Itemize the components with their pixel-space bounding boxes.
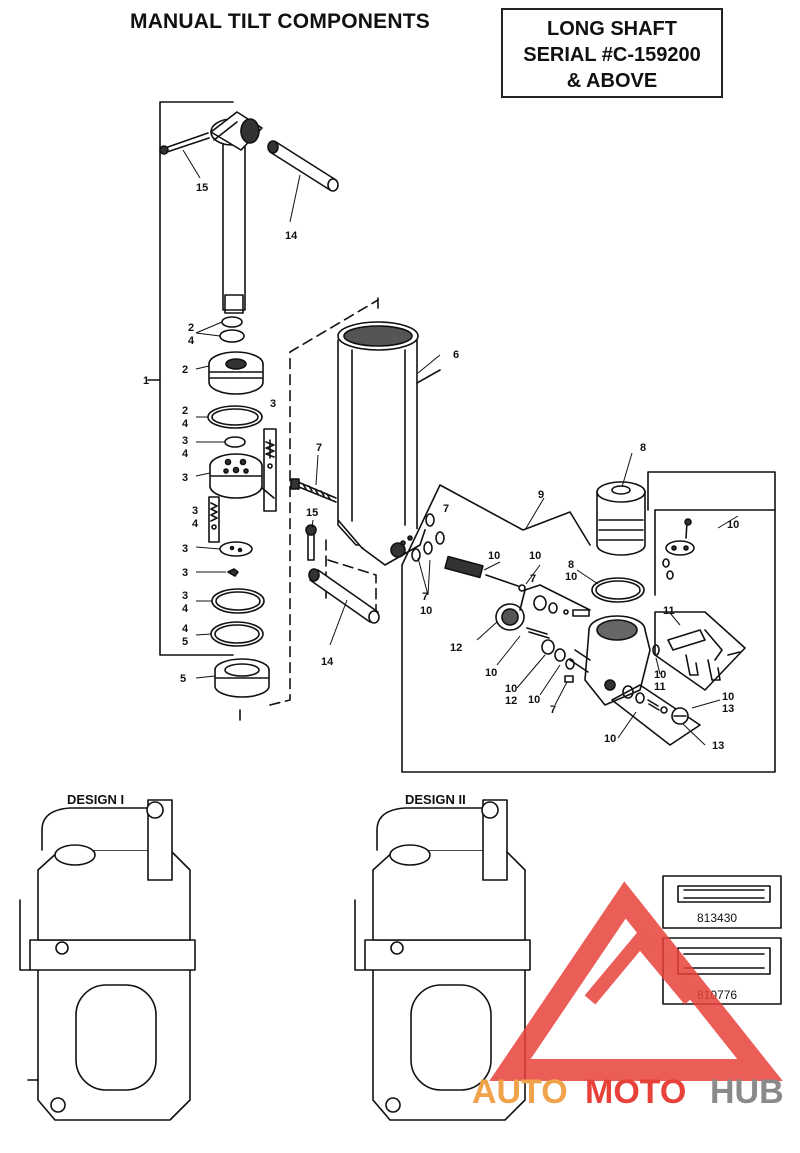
callout-12a: 12 bbox=[450, 642, 462, 654]
info-line-3: & ABOVE bbox=[566, 70, 658, 92]
callout-9: 9 bbox=[538, 489, 544, 501]
pump-assembly-outline bbox=[401, 471, 776, 773]
callout-14b: 14 bbox=[321, 656, 334, 668]
part-813430-box bbox=[662, 875, 782, 929]
callout-10g: 10 bbox=[528, 694, 540, 706]
watermark-part-3: HUB bbox=[710, 1073, 784, 1111]
design-1-label: DESIGN I bbox=[67, 792, 125, 807]
callout-3e: 3 bbox=[182, 543, 188, 555]
pin-14-lower bbox=[308, 568, 380, 624]
callout-2c: 2 bbox=[182, 405, 188, 417]
callout-10f: 10 bbox=[505, 683, 517, 695]
orings-7-10 bbox=[411, 513, 445, 562]
callout-3d: 3 bbox=[192, 505, 198, 517]
callout-14a: 14 bbox=[285, 230, 298, 242]
callout-labels: 1 2 4 2 2 4 3 4 3 3 3 4 3 3 3 4 4 5 5 6 … bbox=[143, 182, 739, 752]
pin-7-screw bbox=[290, 478, 337, 503]
callout-4b: 4 bbox=[182, 418, 189, 430]
design-2-outboard bbox=[354, 799, 531, 1121]
manual-release-valve bbox=[652, 611, 746, 691]
callout-6: 6 bbox=[453, 349, 459, 361]
callout-3g: 3 bbox=[182, 590, 188, 602]
callout-10c: 10 bbox=[529, 550, 541, 562]
callout-2a: 2 bbox=[188, 322, 194, 334]
callout-3c: 3 bbox=[270, 398, 276, 410]
callout-15a: 15 bbox=[196, 182, 208, 194]
watermark-part-2: MOTO bbox=[585, 1073, 686, 1111]
leader-lines bbox=[182, 149, 739, 746]
design-2-label: DESIGN II bbox=[405, 792, 466, 807]
page-title: MANUAL TILT COMPONENTS bbox=[130, 10, 430, 33]
callout-7b: 7 bbox=[443, 503, 449, 515]
callout-7d: 7 bbox=[530, 573, 536, 585]
callout-8a: 8 bbox=[640, 442, 646, 454]
callout-7e: 7 bbox=[550, 704, 556, 716]
tilt-cylinder bbox=[337, 321, 441, 566]
pin-14-top bbox=[267, 140, 339, 192]
callout-12b: 12 bbox=[505, 695, 517, 707]
callout-11a: 11 bbox=[663, 605, 675, 617]
piston-stack bbox=[207, 316, 277, 698]
callout-15b: 15 bbox=[306, 507, 318, 519]
callout-10i: 10 bbox=[722, 691, 734, 703]
callout-3f: 3 bbox=[182, 567, 188, 579]
watermark-text: AUTO MOTO HUB bbox=[472, 1073, 784, 1111]
callout-8b: 8 bbox=[568, 559, 574, 571]
callout-4e: 4 bbox=[182, 603, 189, 615]
relief-valve-13 bbox=[611, 684, 701, 746]
callout-5a: 5 bbox=[182, 636, 188, 648]
callout-11b: 11 bbox=[654, 681, 666, 693]
callout-1: 1 bbox=[143, 375, 149, 387]
valve-group-parts bbox=[533, 595, 590, 617]
callout-13a: 13 bbox=[722, 703, 734, 715]
callout-4d: 4 bbox=[192, 518, 199, 530]
watermark-part-1: AUTO bbox=[472, 1073, 568, 1111]
design-1-outboard bbox=[19, 799, 196, 1121]
pin-15-top bbox=[159, 132, 210, 155]
callout-10a: 10 bbox=[420, 605, 432, 617]
callout-10e: 10 bbox=[485, 667, 497, 679]
callout-10k: 10 bbox=[727, 519, 739, 531]
callout-13b: 13 bbox=[712, 740, 724, 752]
callout-3a: 3 bbox=[182, 435, 188, 447]
callout-7c: 7 bbox=[422, 591, 428, 603]
callout-4f: 4 bbox=[182, 623, 189, 635]
callout-10h: 10 bbox=[654, 669, 666, 681]
valve-group-outline bbox=[519, 584, 591, 611]
info-line-2: SERIAL #C-159200 bbox=[523, 44, 701, 66]
callout-5b: 5 bbox=[180, 673, 186, 685]
watermark-logo bbox=[489, 881, 783, 1081]
callout-2b: 2 bbox=[182, 364, 188, 376]
callout-10j: 10 bbox=[604, 733, 616, 745]
assembly-bracket-1 bbox=[147, 101, 234, 656]
callout-7a: 7 bbox=[316, 442, 322, 454]
callout-4a: 4 bbox=[188, 335, 195, 347]
cover-plate-box bbox=[654, 509, 776, 596]
callout-4c: 4 bbox=[182, 448, 189, 460]
info-line-1: LONG SHAFT bbox=[547, 18, 677, 40]
callout-3b: 3 bbox=[182, 472, 188, 484]
callout-10b: 10 bbox=[488, 550, 500, 562]
pump-body bbox=[569, 615, 651, 706]
part-number-813430: 813430 bbox=[697, 911, 737, 925]
tilt-handle bbox=[210, 111, 263, 314]
reservoir bbox=[591, 481, 646, 603]
info-box: LONG SHAFT SERIAL #C-159200 & ABOVE bbox=[501, 8, 723, 98]
callout-10d: 10 bbox=[565, 571, 577, 583]
valve-parts-row bbox=[444, 555, 575, 683]
pin-15-lower bbox=[305, 524, 317, 561]
